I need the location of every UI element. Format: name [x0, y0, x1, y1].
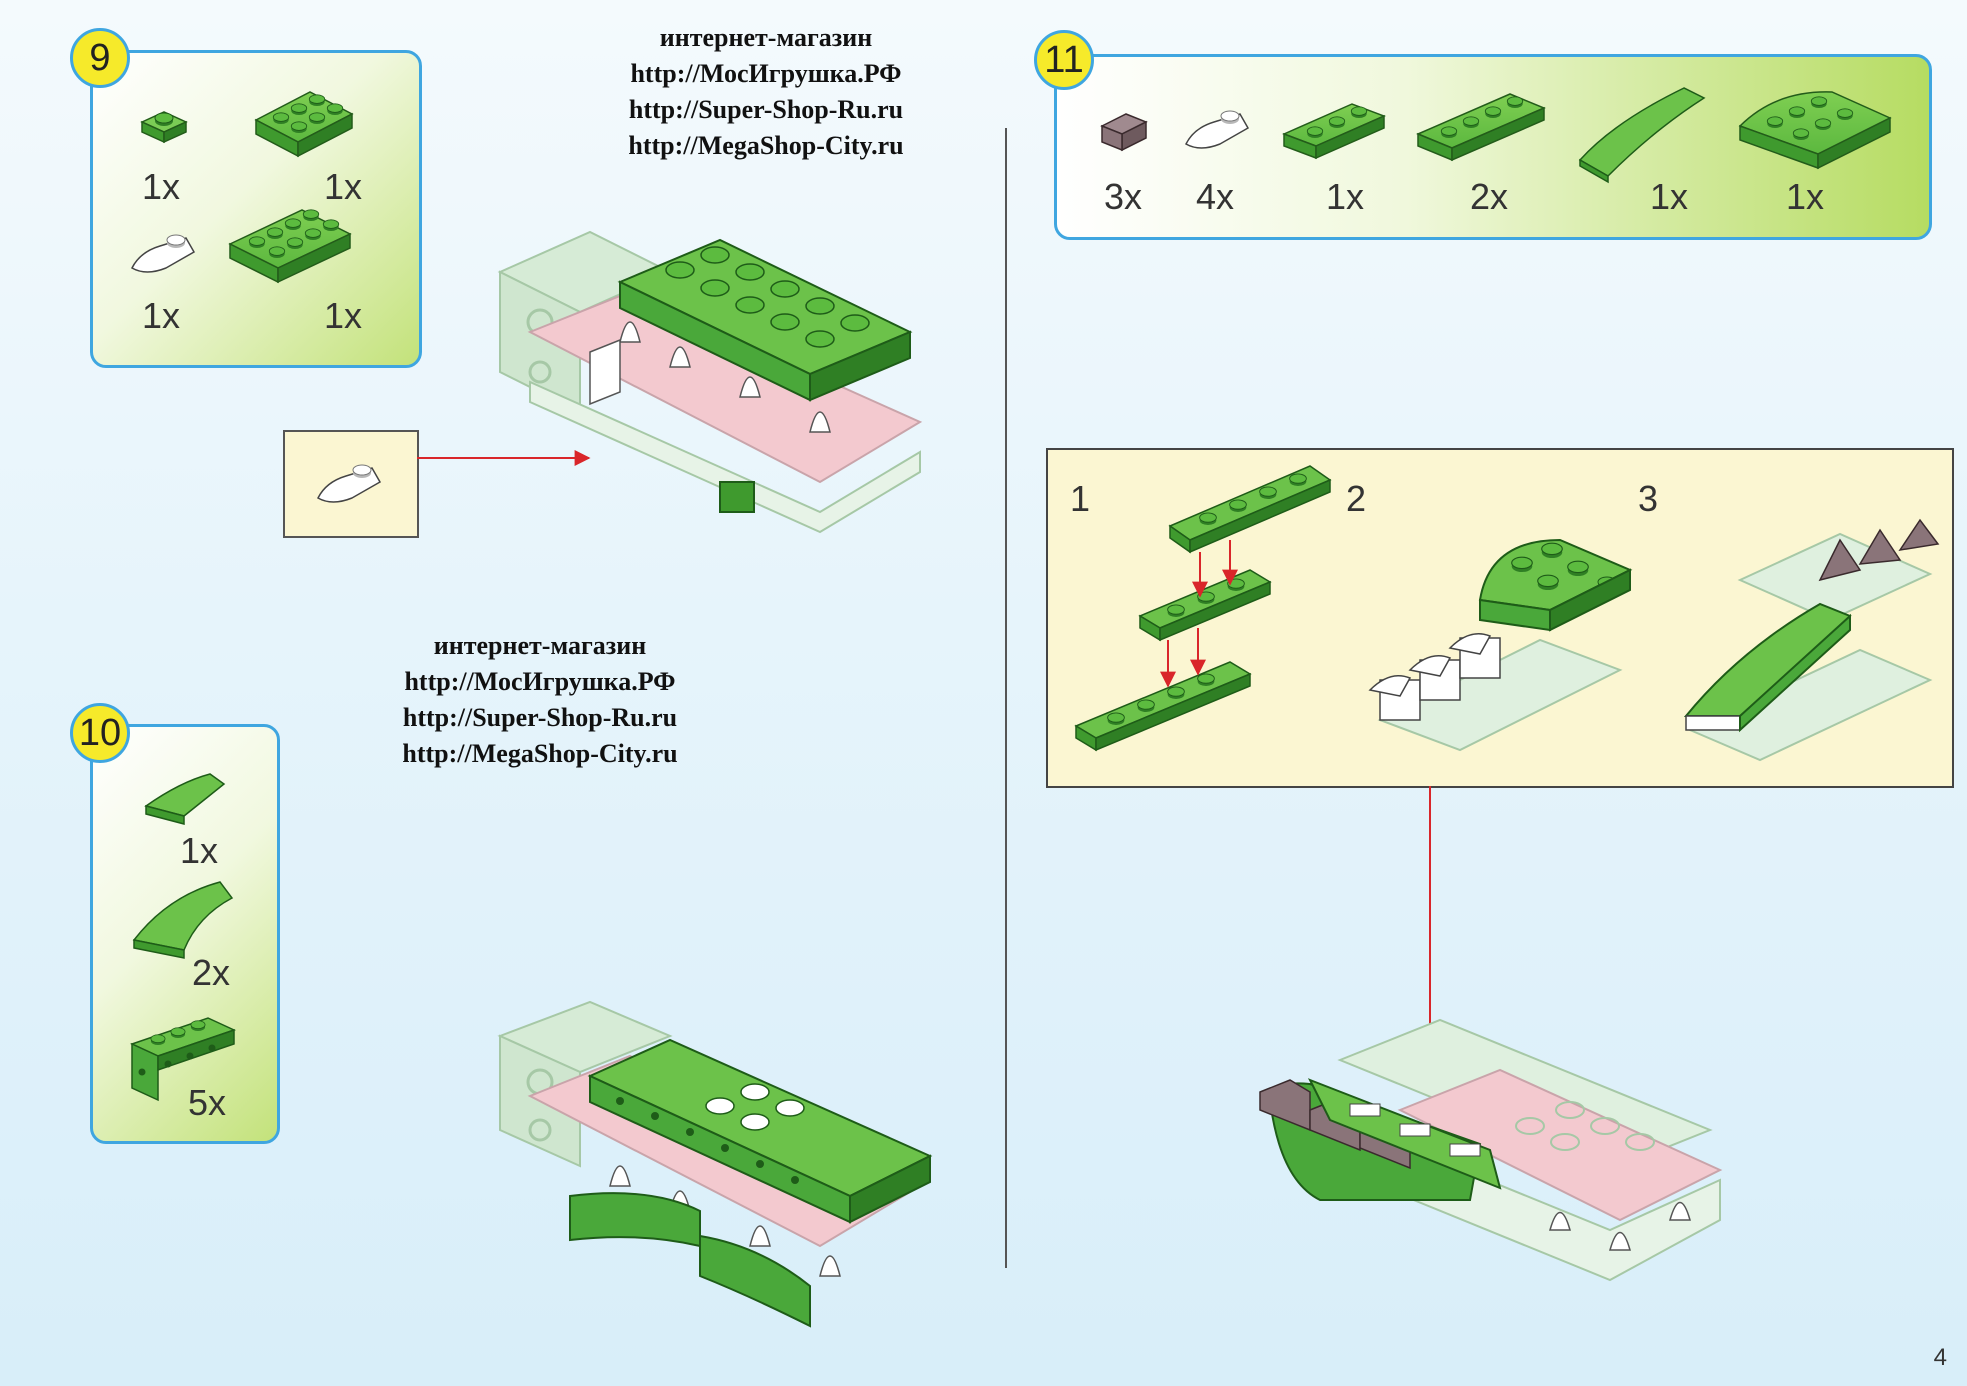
shop-info-block-2: интернет-магазин http://МосИгрушка.РФ ht…: [370, 628, 710, 772]
green-1x3-plate-icon: [1282, 103, 1386, 160]
green-1x1-plate-icon: [140, 111, 188, 144]
shop2-link-3[interactable]: http://MegaShop-City.ru: [402, 739, 678, 768]
gray-slope-icon: [1100, 113, 1148, 152]
step10-crocodile-model: [497, 1000, 933, 1328]
green-curved-slope-small-icon: [144, 773, 226, 825]
step11-qty-5: 1x: [1650, 176, 1689, 217]
white-tooth-piece-icon: [1185, 110, 1250, 149]
page-divider: [1005, 128, 1007, 1268]
step9-crocodile-model: [497, 230, 923, 534]
substep-3-label: 3: [1638, 478, 1659, 519]
step10-qty-1: 1x: [180, 830, 219, 871]
green-1x4-plate-icon: [1416, 93, 1546, 162]
green-2x4-plate-icon: [228, 209, 352, 284]
shop-info-block-1: интернет-магазин http://МосИгрушка.РФ ht…: [596, 20, 936, 164]
green-round-plate-icon: [1738, 91, 1892, 170]
shop2-link-2[interactable]: http://Super-Shop-Ru.ru: [402, 703, 678, 732]
substep-2-diagram: [1368, 538, 1633, 752]
white-tooth-piece-icon: [131, 234, 196, 273]
substep-2-label: 2: [1346, 478, 1367, 519]
step9-parts-box: [90, 50, 422, 368]
step11-qty-3: 1x: [1326, 176, 1365, 217]
step11-qty-1: 3x: [1104, 176, 1143, 217]
shop1-title: интернет-магазин: [659, 23, 873, 52]
substep-1-label: 1: [1070, 478, 1091, 519]
step10-qty-2: 2x: [192, 952, 231, 993]
green-curved-slope-large-icon: [132, 881, 234, 959]
shop2-link-1[interactable]: http://МосИгрушка.РФ: [404, 667, 676, 696]
step9-qty-4: 1x: [324, 295, 363, 336]
shop1-link-2[interactable]: http://Super-Shop-Ru.ru: [628, 95, 904, 124]
shop1-link-3[interactable]: http://MegaShop-City.ru: [628, 131, 904, 160]
green-2x3-plate-icon: [254, 91, 354, 158]
step10-badge: 10: [70, 703, 130, 763]
step9-qty-1: 1x: [142, 166, 181, 207]
step9-qty-3: 1x: [142, 295, 181, 336]
step9-qty-2: 1x: [324, 166, 363, 207]
step11-qty-2: 4x: [1196, 176, 1235, 217]
step11-qty-6: 1x: [1786, 176, 1825, 217]
callout-arrow: [417, 450, 591, 466]
substep-3-diagram: [1683, 518, 1940, 762]
page-number: 4: [1933, 1344, 1947, 1371]
substep-1-diagram: [1074, 465, 1332, 752]
step11-badge: 11: [1034, 30, 1094, 90]
step10-qty-3: 5x: [188, 1082, 227, 1123]
step11-qty-4: 2x: [1470, 176, 1509, 217]
step11-crocodile-model: [1259, 1018, 1723, 1282]
green-long-curved-slope-icon: [1578, 87, 1706, 184]
shop1-link-1[interactable]: http://МосИгрушка.РФ: [630, 59, 902, 88]
white-tooth-piece-callout-icon: [317, 464, 382, 503]
shop2-title: интернет-магазин: [433, 631, 647, 660]
step9-badge: 9: [70, 28, 130, 88]
green-bracket-plate-icon: [129, 1017, 237, 1102]
